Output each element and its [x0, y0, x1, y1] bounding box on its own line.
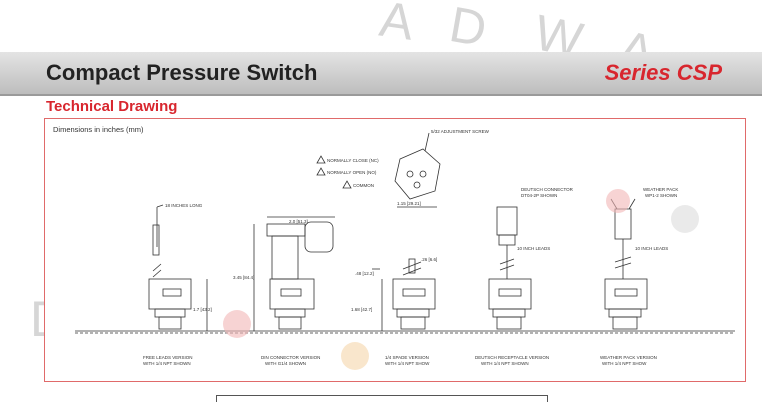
view3-height-dim2: 1.68 [42.7] — [351, 307, 372, 312]
spec-table-edge — [216, 395, 548, 402]
view5-caption: WEATHER PACK VERSION — [600, 355, 657, 360]
watermark-letter: A — [376, 0, 422, 52]
view4-top-label: DEUTSCH CONNECTOR — [521, 187, 574, 192]
view2-caption-sub: WITH G1/4 SHOWN — [265, 361, 306, 366]
view5-top-label: WEATHER PACK — [643, 187, 678, 192]
watermark-dot — [223, 310, 251, 338]
series-label: Series CSP — [604, 60, 722, 85]
view1-caption: FREE LEADS VERSION — [143, 355, 193, 360]
view3-height-dim: .48 [12.2] — [355, 271, 374, 276]
view3-caption: 1/4 SPADE VERSION — [385, 355, 429, 360]
view4-caption-sub: WITH 1/4 NPT SHOWN — [481, 361, 529, 366]
view3-caption-sub: WITH 1/4 NPT SHOW — [385, 361, 430, 366]
view4-top-label-sub: DT04-2P SHOWN — [521, 193, 557, 198]
view5-top-label-sub: WP1-2 SHOWN — [645, 193, 677, 198]
header-banner: Compact Pressure Switch Series CSP — [0, 52, 762, 96]
section-title: Technical Drawing — [46, 98, 178, 115]
view2-caption: DIN CONNECTOR VERSION — [261, 355, 320, 360]
view2-top-label: 2.0 [51.3] — [289, 219, 308, 224]
view1-caption-sub: WITH 1/4 NPT SHOWN — [143, 361, 191, 366]
view4-side-label: 10 INCH LEADS — [517, 246, 550, 251]
no-label: NORMALLY OPEN (NO) — [327, 170, 377, 175]
watermark-dot — [341, 342, 369, 370]
technical-drawing: Dimensions in inches (mm) — [44, 118, 746, 382]
adjustment-screw-label: 5/32 ADJUSTMENT SCREW — [431, 129, 490, 134]
drawing-svg: 5/32 ADJUSTMENT SCREW NORMALLY CLOSE (NC… — [75, 129, 735, 370]
view5-side-label: 10 INCH LEADS — [635, 246, 668, 251]
page-title: Compact Pressure Switch — [46, 60, 318, 85]
view4-caption: DEUTSCH RECEPTACLE VERSION — [475, 355, 549, 360]
view3-top-label: .26 [6.6] — [421, 257, 437, 262]
watermark-dot — [671, 205, 699, 233]
view5-caption-sub: WITH 1/4 NPT SHOW — [602, 361, 647, 366]
common-label: COMMON — [353, 183, 374, 188]
watermark-dot — [606, 189, 630, 213]
dimension-note: Dimensions in inches (mm) — [53, 125, 144, 134]
view2-height-dim: 3.45 [84.4] — [233, 275, 254, 280]
nc-label: NORMALLY CLOSE (NC) — [327, 158, 379, 163]
view1-top-label: 18 INCHES LONG — [165, 203, 203, 208]
view1-height-dim: 1.7 [43.2] — [193, 307, 212, 312]
watermark-letter: D — [445, 0, 495, 59]
width-dimension: 1.15 [29.21] — [397, 201, 421, 206]
